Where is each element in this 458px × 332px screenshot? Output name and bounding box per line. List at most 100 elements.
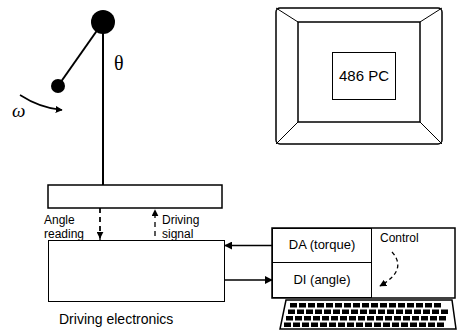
key bbox=[329, 323, 336, 328]
key bbox=[335, 303, 342, 308]
key bbox=[385, 316, 392, 321]
signal-label: Driving signal bbox=[162, 214, 217, 242]
key bbox=[428, 323, 435, 328]
key bbox=[288, 310, 295, 315]
key bbox=[441, 310, 448, 315]
key bbox=[407, 303, 414, 308]
angular-velocity-symbol: ω bbox=[12, 100, 25, 122]
computer-case bbox=[272, 228, 455, 298]
box-text: 486 PC bbox=[339, 67, 389, 84]
signal-arrow bbox=[225, 279, 272, 280]
angle-symbol: θ bbox=[114, 52, 124, 75]
top-mass bbox=[91, 10, 115, 34]
key bbox=[383, 323, 390, 328]
rotation-arrow bbox=[20, 95, 62, 110]
di-input-box: DI (angle) bbox=[272, 262, 372, 298]
key bbox=[396, 310, 403, 315]
box-text: DI (angle) bbox=[293, 273, 350, 288]
key bbox=[414, 310, 421, 315]
key bbox=[360, 310, 367, 315]
key bbox=[425, 303, 432, 308]
key bbox=[351, 310, 358, 315]
signal-arrow bbox=[225, 245, 272, 246]
key bbox=[380, 303, 387, 308]
monitor-frame bbox=[276, 8, 442, 144]
key bbox=[331, 316, 338, 321]
pendulum-rod bbox=[102, 22, 104, 185]
key bbox=[306, 310, 313, 315]
control-loop-arrow bbox=[380, 252, 398, 286]
key bbox=[315, 310, 322, 315]
key bbox=[403, 316, 410, 321]
key bbox=[439, 316, 446, 321]
key bbox=[387, 310, 394, 315]
key bbox=[304, 316, 311, 321]
key bbox=[326, 303, 333, 308]
key bbox=[308, 303, 315, 308]
key bbox=[419, 323, 426, 328]
control-label: Control bbox=[380, 232, 419, 246]
key bbox=[284, 323, 291, 328]
electronics-box: Driving electronics bbox=[48, 240, 225, 302]
key bbox=[338, 323, 345, 328]
key bbox=[299, 303, 306, 308]
monitor-bevel bbox=[276, 8, 298, 22]
key bbox=[371, 303, 378, 308]
keyboard-keys bbox=[284, 303, 448, 327]
base-platform bbox=[48, 185, 222, 208]
key bbox=[365, 323, 372, 328]
key bbox=[290, 303, 297, 308]
pc-label-box: 486 PC bbox=[332, 52, 396, 100]
key bbox=[423, 310, 430, 315]
key bbox=[297, 310, 304, 315]
keyboard bbox=[280, 300, 456, 329]
key bbox=[412, 316, 419, 321]
key bbox=[295, 316, 302, 321]
signal-label: Angle reading bbox=[44, 214, 94, 242]
monitor-bevel bbox=[420, 122, 442, 144]
key bbox=[421, 316, 428, 321]
key bbox=[311, 323, 318, 328]
key bbox=[362, 303, 369, 308]
key bbox=[353, 303, 360, 308]
key bbox=[347, 323, 354, 328]
key bbox=[416, 303, 423, 308]
key bbox=[317, 303, 324, 308]
box-text: DA (torque) bbox=[289, 238, 355, 253]
key bbox=[434, 303, 441, 308]
key bbox=[432, 310, 439, 315]
box-text: Driving electronics bbox=[59, 311, 173, 327]
key bbox=[356, 323, 363, 328]
key bbox=[302, 323, 309, 328]
key bbox=[405, 310, 412, 315]
monitor-screen bbox=[298, 22, 420, 122]
key bbox=[286, 316, 293, 321]
key bbox=[349, 316, 356, 321]
key bbox=[376, 316, 383, 321]
key bbox=[378, 310, 385, 315]
da-output-box: DA (torque) bbox=[272, 228, 372, 263]
key bbox=[322, 316, 329, 321]
key bbox=[374, 323, 381, 328]
key bbox=[398, 303, 405, 308]
key bbox=[344, 303, 351, 308]
key bbox=[293, 323, 300, 328]
key bbox=[324, 310, 331, 315]
key bbox=[369, 310, 376, 315]
key bbox=[320, 323, 327, 328]
angle-arrowhead bbox=[99, 208, 100, 238]
monitor-bevel bbox=[276, 122, 298, 144]
key bbox=[394, 316, 401, 321]
arm-mass bbox=[51, 79, 65, 93]
key bbox=[358, 316, 365, 321]
key bbox=[410, 323, 417, 328]
key bbox=[437, 323, 444, 328]
key bbox=[430, 316, 437, 321]
key bbox=[389, 303, 396, 308]
key bbox=[313, 316, 320, 321]
key bbox=[401, 323, 408, 328]
monitor-bevel bbox=[420, 8, 442, 22]
key bbox=[340, 316, 347, 321]
key bbox=[333, 310, 340, 315]
key bbox=[392, 323, 399, 328]
